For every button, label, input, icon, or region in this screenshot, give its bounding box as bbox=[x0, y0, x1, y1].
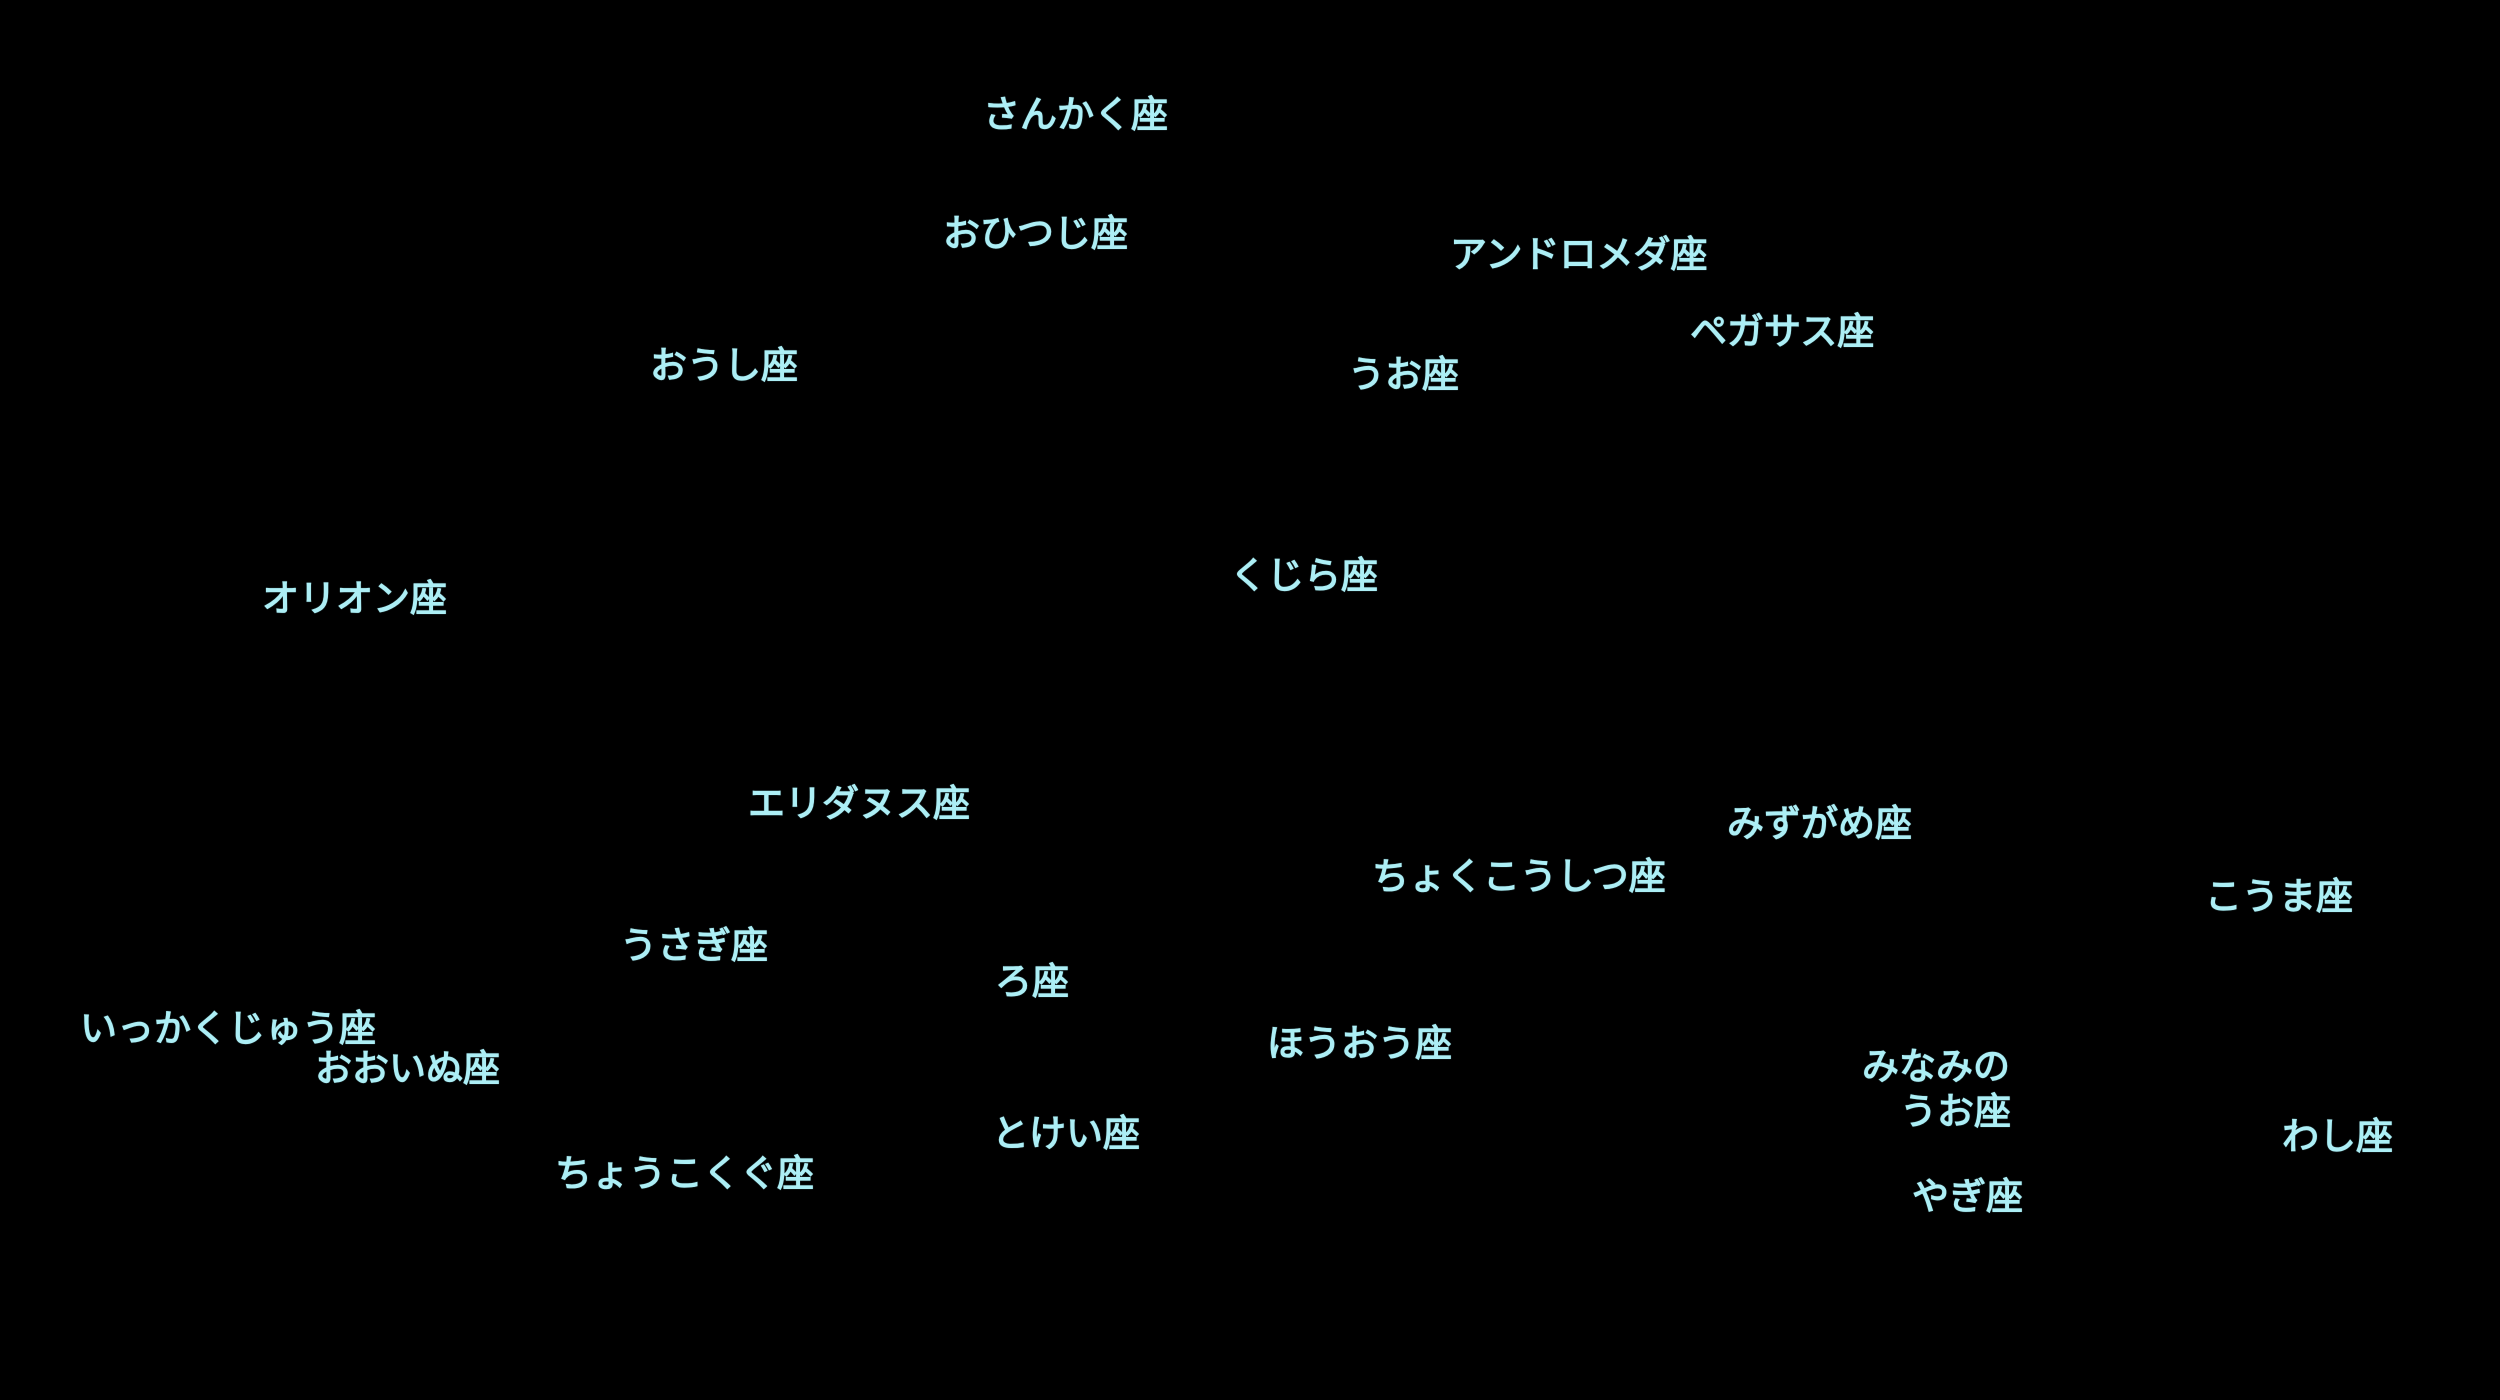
constellation-label-triangulum[interactable]: さんかく座 bbox=[983, 93, 1168, 136]
constellation-label-orion[interactable]: オリオン座 bbox=[262, 577, 447, 620]
constellation-label-caelum[interactable]: ちょうこくぐ座 bbox=[555, 1152, 814, 1195]
constellation-label-piscis-austrinus[interactable]: みなみのうお座 bbox=[1862, 1044, 2011, 1134]
constellation-label-lepus[interactable]: うさぎ座 bbox=[620, 924, 768, 967]
constellation-label-eridanus[interactable]: エリダヌス座 bbox=[748, 782, 970, 825]
constellation-label-horologium[interactable]: とけい座 bbox=[992, 1112, 1140, 1155]
constellation-label-pegasus[interactable]: ペガサス座 bbox=[1690, 310, 1875, 353]
constellation-label-canis-major[interactable]: おおいぬ座 bbox=[315, 1047, 500, 1090]
constellation-label-equuleus[interactable]: こうま座 bbox=[2205, 875, 2353, 918]
constellation-label-phoenix[interactable]: ほうおう座 bbox=[1267, 1022, 1452, 1065]
constellation-label-sculptor[interactable]: ちょくこうしつ座 bbox=[1372, 855, 1666, 898]
constellation-label-pisces[interactable]: うお座 bbox=[1348, 353, 1459, 396]
constellation-label-monoceros[interactable]: いっかくじゅう座 bbox=[80, 1007, 376, 1050]
constellation-label-aries[interactable]: おひつじ座 bbox=[943, 212, 1128, 255]
constellation-label-aquarius[interactable]: みずがめ座 bbox=[1727, 802, 1912, 845]
constellation-label-cetus[interactable]: くじら座 bbox=[1230, 554, 1378, 597]
constellation-label-andromeda[interactable]: アンドロメダ座 bbox=[1450, 233, 1708, 276]
constellation-label-piscis-austrinus-line1: みなみの bbox=[1862, 1045, 2010, 1088]
constellation-label-capricornus[interactable]: やぎ座 bbox=[1912, 1175, 2023, 1218]
constellation-label-aquila[interactable]: わし座 bbox=[2282, 1115, 2393, 1158]
constellation-label-piscis-austrinus-line2: うお座 bbox=[1900, 1090, 2011, 1134]
constellation-label-fornax[interactable]: ろ座 bbox=[995, 960, 1069, 1003]
constellation-label-taurus[interactable]: おうし座 bbox=[650, 344, 798, 387]
